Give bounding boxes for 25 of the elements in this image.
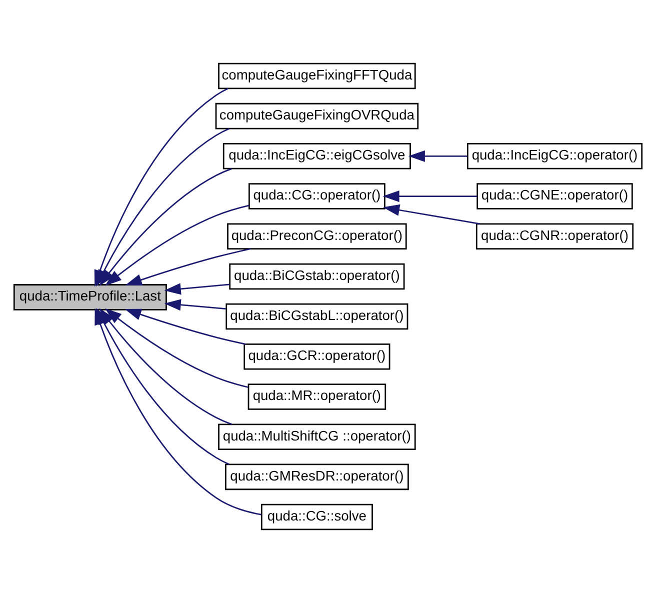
- arrow: [164, 282, 230, 294]
- node-box: quda::IncEigCG::eigCGsolve: [222, 142, 411, 169]
- node-box: quda::BiCGstab::operator(): [229, 262, 405, 290]
- arrow: [124, 308, 246, 344]
- node-box: quda::MR::operator(): [248, 383, 386, 410]
- arrow: [408, 150, 468, 162]
- node-box: quda::PreconCG::operator(): [227, 222, 407, 249]
- arrow: [99, 168, 232, 286]
- node-box: quda::IncEigCG::operator(): [466, 142, 643, 169]
- node-box: quda::CGNR::operator(): [476, 222, 634, 249]
- arrow: [164, 298, 226, 310]
- arrow: [104, 308, 248, 388]
- node-box: quda::BiCGstabL::operator(): [226, 302, 408, 330]
- node-box: quda::CG::operator(): [248, 182, 386, 209]
- node-box: computeGaugeFixingFFTQuda: [218, 62, 416, 89]
- node-box: quda::CG::solve: [260, 503, 373, 530]
- node-box: quda::CGNE::operator(): [476, 182, 633, 209]
- node-box: quda::GCR::operator(): [244, 343, 390, 370]
- arrow: [104, 204, 250, 286]
- node-box: quda::GMResDR::operator(): [225, 463, 409, 490]
- node-box: quda::MultiShiftCG ::operator(): [218, 423, 416, 450]
- node-box: quda::TimeProfile::Last: [13, 284, 167, 310]
- node-box: computeGaugeFixingOVRQuda: [215, 102, 419, 129]
- arrow: [382, 204, 480, 224]
- arrow: [382, 190, 478, 202]
